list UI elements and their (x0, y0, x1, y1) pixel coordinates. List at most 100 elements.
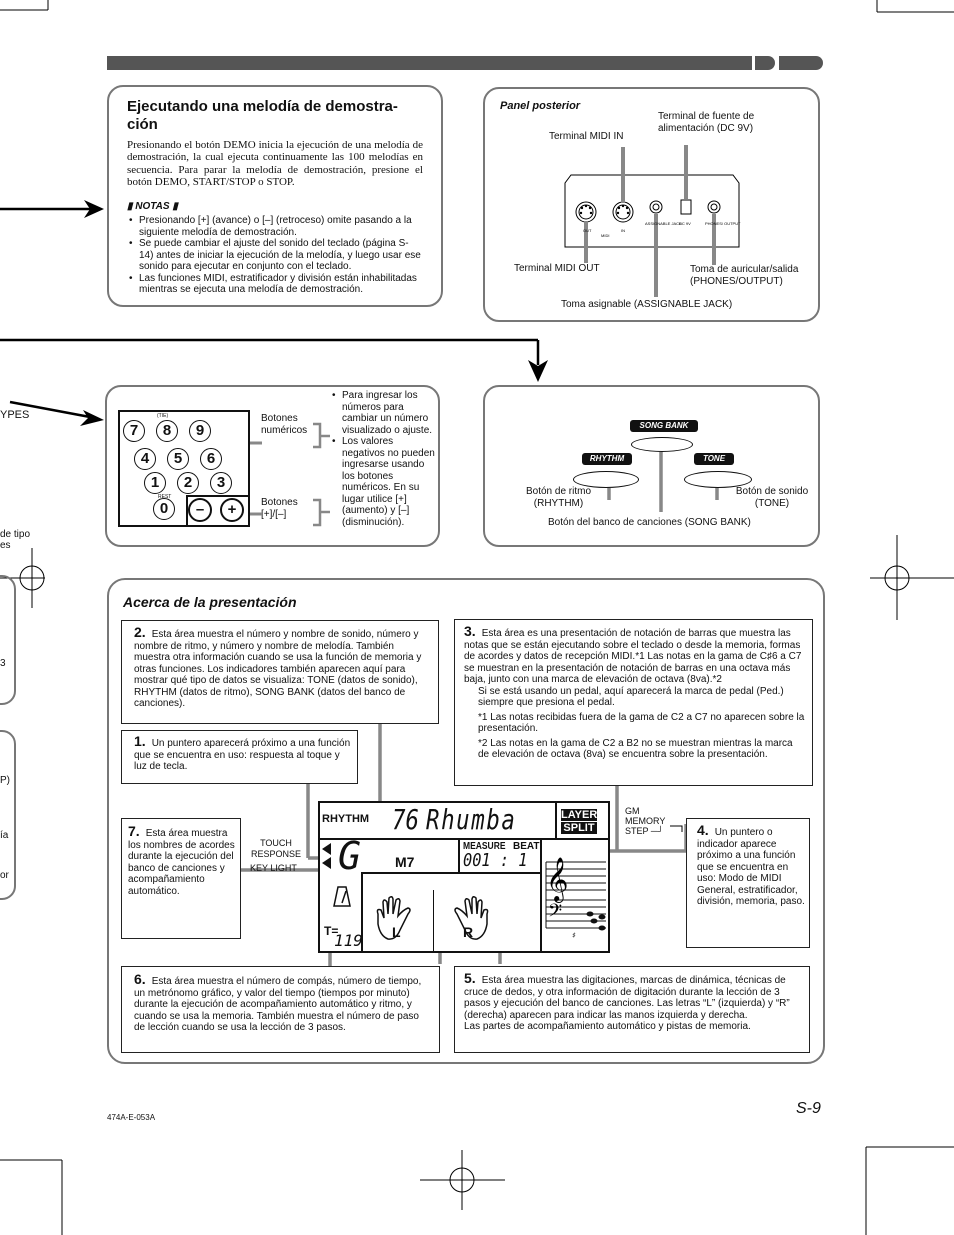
display-title: Acerca de la presentación (123, 594, 297, 610)
left-edge-text: es (0, 540, 11, 551)
key-plus[interactable]: + (220, 498, 244, 522)
rear-panel-title: Panel posterior (500, 100, 581, 112)
callout-3-intro: 3.Esta área es una presentación de notac… (464, 624, 806, 686)
left-edge-text: or (0, 870, 9, 881)
tiny-dc: DC 9V (679, 221, 691, 226)
callout-1-number: 1. (134, 733, 146, 749)
header-bar-end (779, 56, 823, 70)
callout-5 (454, 966, 810, 1053)
lcd-divider-v4 (433, 890, 434, 953)
left-edge-text: ía (0, 830, 9, 841)
header-bar (107, 56, 752, 70)
key-0[interactable]: 0 (153, 498, 175, 520)
callout-3-text: 3.Esta área es una presentación de notac… (464, 624, 806, 761)
callout-7-number: 7. (128, 823, 140, 839)
label-midi-out: Terminal MIDI OUT (514, 263, 600, 274)
lcd-left-hand: L (392, 924, 401, 940)
label-gm: GM (625, 806, 640, 816)
left-edge-text: de tipo (0, 529, 31, 540)
key-6[interactable]: 6 (200, 448, 222, 470)
key-1[interactable]: 1 (144, 472, 166, 494)
key-9[interactable]: 9 (189, 420, 211, 442)
rhythm-badge: RHYTHM (582, 453, 632, 465)
tone-button[interactable] (684, 471, 752, 488)
bass-clef-icon: 𝄢 (548, 901, 562, 926)
lcd-split: SPLIT (561, 822, 597, 834)
notes-label: NOTAS (135, 201, 170, 212)
treble-clef-icon: 𝄞 (546, 857, 568, 903)
pointer-keylight-icon (322, 857, 331, 869)
tone-badge: TONE (694, 453, 734, 465)
lcd-rhythm-indicator: RHYTHM (322, 813, 370, 825)
label-step: STEP ─┘ (625, 826, 664, 836)
pointer-touch-icon (322, 843, 331, 855)
key-4[interactable]: 4 (134, 448, 156, 470)
label-power: Terminal de fuente de alimentación (DC 9… (658, 111, 755, 134)
lcd-number: 76 (392, 803, 419, 836)
callout-4-body: Un puntero o indicador aparece próximo a… (697, 827, 805, 907)
left-edge-text: P) (0, 775, 10, 786)
song-bank-badge: SONG BANK (630, 420, 698, 432)
key-3[interactable]: 3 (210, 472, 232, 494)
header-bar-tab (755, 56, 775, 70)
left-edge-text: 3 (0, 658, 6, 669)
lcd-right-hand: R (463, 924, 474, 940)
tiny-tie: (TIE) (157, 413, 169, 419)
callout-5-number: 5. (464, 970, 476, 986)
label-tone-button: Botón de sonido (TONE) (735, 486, 809, 509)
keypad-divider (186, 495, 250, 497)
keypad-notes: Para ingresar los números para cambiar u… (330, 390, 438, 528)
callout-1-body: Un puntero aparecerá próximo a una funci… (134, 738, 351, 772)
lcd-chord-suffix: M7 (395, 854, 415, 870)
callout-4-number: 4. (697, 822, 709, 838)
lcd-tempo: 119 (334, 931, 363, 950)
callout-4-text: 4.Un puntero o indicador aparece próximo… (697, 822, 805, 908)
label-touch-response: TOUCH RESPONSE (250, 838, 301, 859)
key-5[interactable]: 5 (167, 448, 189, 470)
callout-2-text: 2.Esta área muestra el número y nombre d… (134, 624, 430, 710)
label-bank-button: Botón del banco de canciones (SONG BANK) (548, 517, 751, 528)
staff-notation: 𝄞 𝄢 ♯ (545, 857, 606, 940)
callout-7 (121, 818, 241, 939)
label-plusminus: Botones [+]/[–] (261, 497, 298, 520)
key-7[interactable]: 7 (123, 420, 145, 442)
label-memory: MEMORY (625, 816, 666, 826)
label-phones: Toma de auricular/salida (PHONES/OUTPUT) (690, 264, 799, 287)
sharp-icon: ♯ (572, 931, 576, 940)
rhythm-button[interactable] (573, 471, 639, 488)
song-bank-button[interactable] (631, 437, 693, 452)
callout-5-text: 5.Esta área muestra las digitaciones, ma… (464, 970, 804, 1033)
callout-6-body: Esta área muestra el número de compás, n… (134, 976, 422, 1033)
tiny-rest: REST (158, 494, 172, 500)
callout-2-number: 2. (134, 624, 146, 640)
rear-panel-section (483, 87, 820, 322)
lcd-name: Rhumba (426, 803, 517, 836)
keypad-note: Los valores negativos no pueden ingresar… (330, 436, 438, 528)
demo-title: Ejecutando una melodía de demostra-ción (127, 98, 398, 133)
key-2[interactable]: 2 (177, 472, 199, 494)
rear-panel-illustration: OUT MIDI IN ASSIGNABLE JACK DC 9V PHONES… (564, 145, 741, 297)
callout-7-body: Esta área muestra los nombres de acordes… (128, 828, 235, 897)
callout-7-text: 7.Esta área muestra los nombres de acord… (128, 823, 236, 897)
note-item: Presionando [+] (avance) o [–] (retroces… (127, 215, 423, 238)
callout-2-body: Esta área muestra el número y nombre de … (134, 629, 422, 709)
key-8[interactable]: 8 (156, 420, 178, 442)
label-numeric: Botones numéricos (261, 413, 308, 436)
note-item: Se puede cambiar el ajuste del sonido de… (127, 238, 423, 273)
keypad-note: Para ingresar los números para cambiar u… (330, 390, 438, 436)
key-minus[interactable]: – (188, 498, 212, 522)
callout-5-body: Esta área muestra las digitaciones, marc… (464, 975, 790, 1032)
keypad-divider-v (186, 495, 188, 527)
tiny-midi: MIDI (601, 233, 609, 238)
callout-4 (686, 818, 810, 948)
callout-1-text: 1.Un puntero aparecerá próximo a una fun… (134, 733, 352, 773)
tiny-in: IN (621, 228, 625, 233)
page-number: S-9 (796, 1100, 821, 1117)
metronome-icon (333, 885, 351, 907)
notes-list: Presionando [+] (avance) o [–] (retroces… (127, 215, 423, 296)
callout-3-footnote-1: *1 Las notas recibidas fuera de la gama … (478, 711, 805, 735)
lcd-tempo-label: T= (324, 924, 339, 938)
